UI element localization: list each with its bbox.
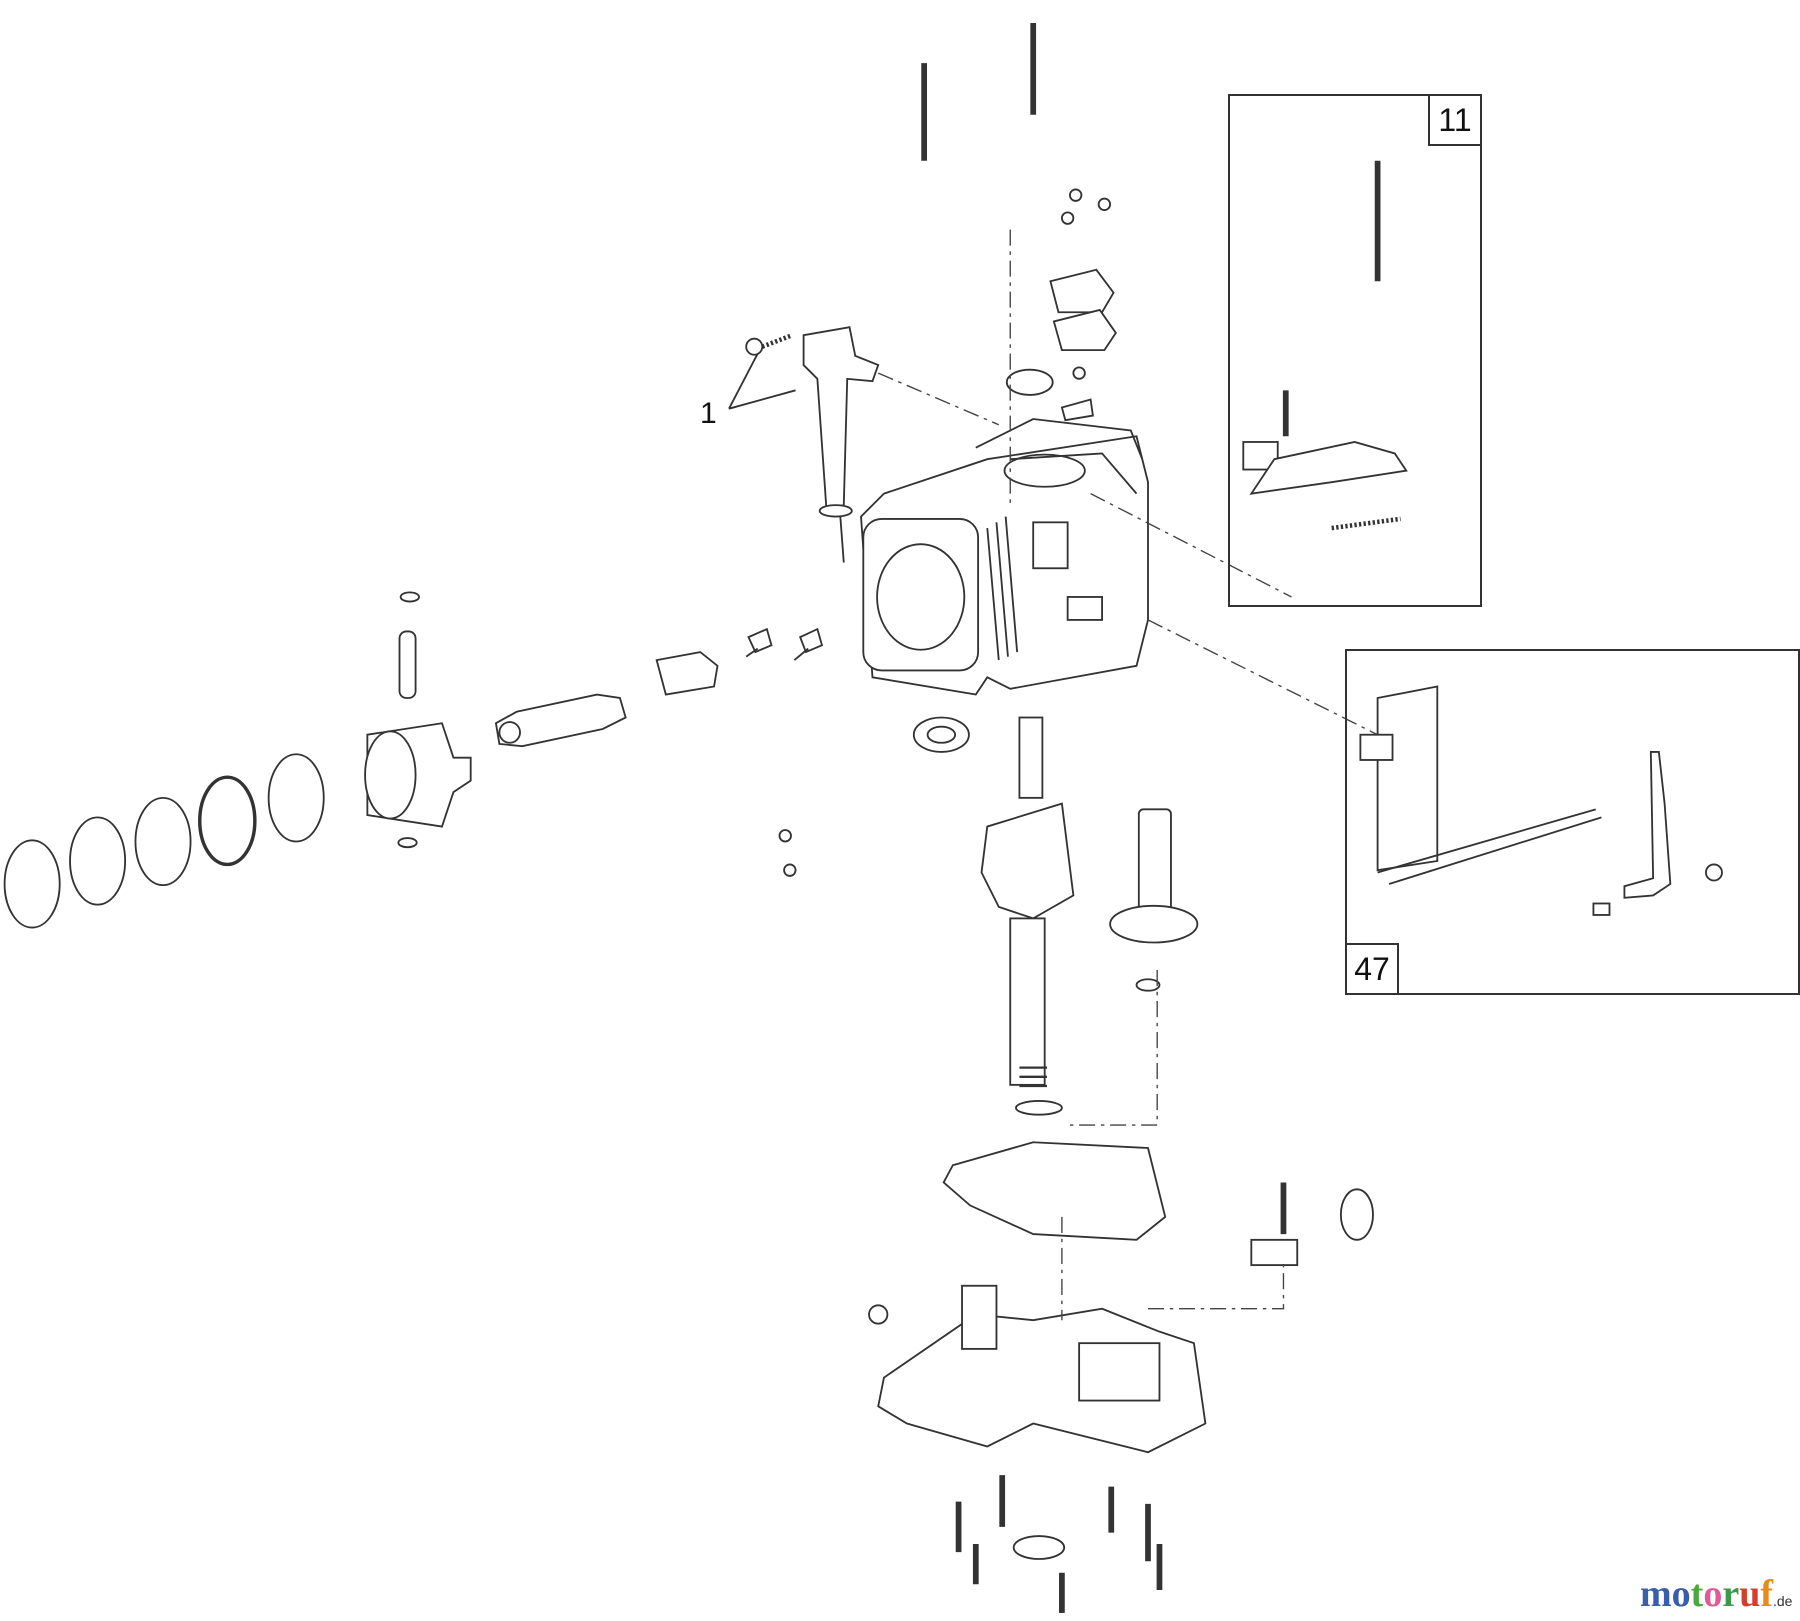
dipstick-tube: [728, 326, 880, 563]
governor-parts: [1250, 1182, 1374, 1267]
bottom-bolts: [955, 1475, 1163, 1613]
inset-11-parts: [1242, 390, 1408, 531]
watermark-letter: u: [1739, 1573, 1761, 1615]
callout-1: 1: [700, 397, 717, 430]
crankshaft: [980, 716, 1075, 1116]
cover-plates: [1005, 268, 1117, 422]
oil-seal: [912, 716, 970, 753]
piston-rings: [3, 753, 325, 929]
inset-47-frame: 47: [1345, 649, 1800, 995]
watermark-letter: o: [1703, 1573, 1723, 1615]
inset-11-frame: 11: [1228, 94, 1482, 607]
inset-47-parts: [1359, 685, 1723, 916]
watermark-logo: motoruf.de: [1640, 1572, 1792, 1616]
watermark-letter: m: [1640, 1573, 1672, 1615]
studs: [778, 22, 1381, 877]
crankcase-gasket: [942, 1141, 1167, 1241]
watermark-suffix: .de: [1772, 1593, 1793, 1609]
watermark-text: motoruf: [1640, 1573, 1773, 1615]
camshaft-gear: [1109, 808, 1199, 992]
watermark-letter: o: [1671, 1573, 1691, 1615]
crankcase-cover: [868, 1284, 1207, 1454]
piston: [364, 591, 472, 849]
connecting-rod: [494, 627, 824, 748]
cylinder-block: [860, 418, 1149, 696]
watermark-letter: t: [1690, 1573, 1704, 1615]
inset-47-label: 47: [1345, 943, 1399, 995]
watermark-letter: f: [1760, 1573, 1773, 1615]
inset-11-label: 11: [1428, 94, 1482, 146]
watermark-letter: r: [1722, 1573, 1740, 1615]
